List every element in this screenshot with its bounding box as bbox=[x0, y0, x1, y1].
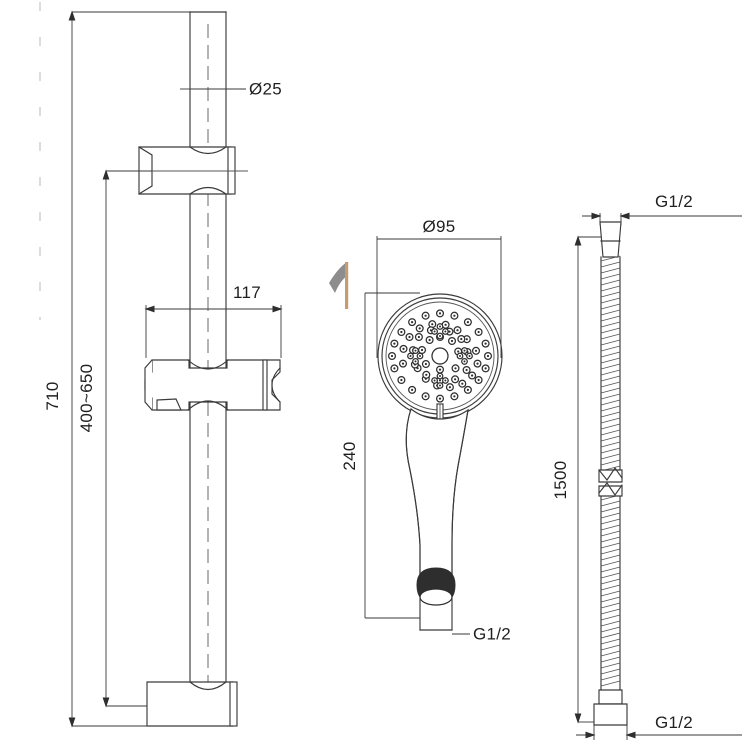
dimension-head-diameter: Ø95 bbox=[376, 217, 502, 358]
dimension-hose-length: 1500 bbox=[551, 235, 601, 724]
range-arrow-top bbox=[102, 169, 110, 180]
handle-left-contour bbox=[405, 408, 421, 589]
top-bracket-flange bbox=[227, 146, 236, 195]
hose-break-mask-upper bbox=[598, 469, 623, 483]
watermark-numeral-one bbox=[329, 262, 349, 309]
shower-thread-label: G1/2 bbox=[473, 624, 511, 643]
shower-length-label: 240 bbox=[340, 441, 359, 470]
dimension-rod-diameter: Ø25 bbox=[180, 79, 282, 98]
head-center-outlet bbox=[431, 347, 449, 365]
bottom-connector-nut bbox=[593, 703, 628, 726]
slide-bar-rod bbox=[189, 11, 227, 701]
bottom-thread-arrow-right bbox=[625, 731, 636, 739]
nozzle-cluster-left bbox=[407, 347, 424, 365]
hose-thread-top-label: G1/2 bbox=[655, 192, 693, 211]
proj-arrow-left bbox=[144, 305, 155, 313]
rod-diameter-label: Ø25 bbox=[249, 79, 282, 98]
watermark-one-flag bbox=[329, 262, 347, 293]
hose-len-arrow-bottom bbox=[574, 713, 582, 724]
dimension-shower-length: 240 bbox=[340, 292, 420, 619]
holder-saddle-upper bbox=[187, 359, 229, 370]
hose-upper-helix-hatch bbox=[600, 255, 621, 472]
nozzle-ring-inner bbox=[417, 332, 463, 374]
hose-view: G1/2 bbox=[551, 192, 742, 740]
top-bracket-saddle-lower bbox=[189, 186, 227, 195]
nozzle-array bbox=[387, 309, 493, 403]
nozzle-ring-outer bbox=[387, 309, 493, 403]
bottom-bracket-body bbox=[146, 681, 234, 727]
nozzle-cluster-top bbox=[431, 323, 449, 340]
bracket-projection-label: 117 bbox=[233, 283, 261, 302]
slide-bar-view: Ø25 117 710 400~650 bbox=[39, 2, 283, 728]
bottom-thread-arrow-left bbox=[585, 731, 596, 739]
hose-len-arrow-top bbox=[574, 235, 582, 246]
shower-inlet-connector: G1/2 bbox=[416, 567, 511, 643]
top-bracket-left-taper bbox=[138, 146, 153, 195]
holder-saddle-lower bbox=[187, 400, 229, 411]
holder-bracket-left-taper bbox=[144, 359, 153, 411]
inlet-opening bbox=[419, 588, 453, 606]
top-wall-bracket bbox=[110, 146, 248, 195]
proj-arrow-right bbox=[272, 305, 283, 313]
handle-right-contour bbox=[451, 409, 469, 589]
top-thread-arrow-left bbox=[591, 212, 602, 220]
shower-head bbox=[377, 293, 503, 421]
hose-break-line-lower bbox=[598, 482, 623, 497]
shower-handle bbox=[405, 408, 469, 593]
top-bracket-body bbox=[138, 146, 232, 195]
bottom-bracket-flange bbox=[229, 681, 238, 727]
hose-length-label: 1500 bbox=[551, 460, 570, 499]
watermark-one-stem bbox=[345, 262, 349, 309]
head-diameter-label: Ø95 bbox=[422, 217, 455, 236]
height-arrow-top bbox=[68, 10, 76, 21]
hose-top-connector: G1/2 bbox=[582, 192, 742, 258]
sliding-holder-bracket bbox=[144, 359, 281, 411]
hose-coil-lower bbox=[598, 482, 623, 691]
nozzle-cluster-bottom bbox=[431, 372, 449, 389]
top-bracket-saddle-upper bbox=[189, 146, 227, 155]
hose-break-line-upper bbox=[598, 466, 623, 481]
adjustable-range-label: 400~650 bbox=[77, 364, 96, 433]
holder-release-tab bbox=[156, 398, 182, 411]
top-thread-arrow-right bbox=[619, 212, 630, 220]
dimension-bracket-projection: 117 bbox=[144, 283, 283, 358]
nozzle-cluster-right bbox=[456, 347, 473, 365]
hose-bottom-connector: G1/2 bbox=[576, 689, 742, 740]
bottom-connector-upper bbox=[598, 689, 623, 705]
dimension-overall-height: 710 bbox=[43, 10, 190, 728]
holder-right-contour bbox=[271, 367, 281, 403]
hand-shower-view: G1/2 Ø95 240 bbox=[329, 217, 511, 643]
top-connector-body bbox=[599, 221, 622, 258]
range-arrow-bottom bbox=[102, 697, 110, 708]
hose-thread-bottom-label: G1/2 bbox=[655, 713, 693, 732]
bottom-bracket-saddle bbox=[189, 681, 227, 691]
hose-coil-upper bbox=[598, 255, 623, 483]
dimension-adjustable-range: 400~650 bbox=[77, 169, 152, 708]
height-arrow-bottom bbox=[68, 717, 76, 728]
holder-bracket-joint-line bbox=[262, 359, 268, 411]
overall-height-label: 710 bbox=[43, 381, 62, 410]
